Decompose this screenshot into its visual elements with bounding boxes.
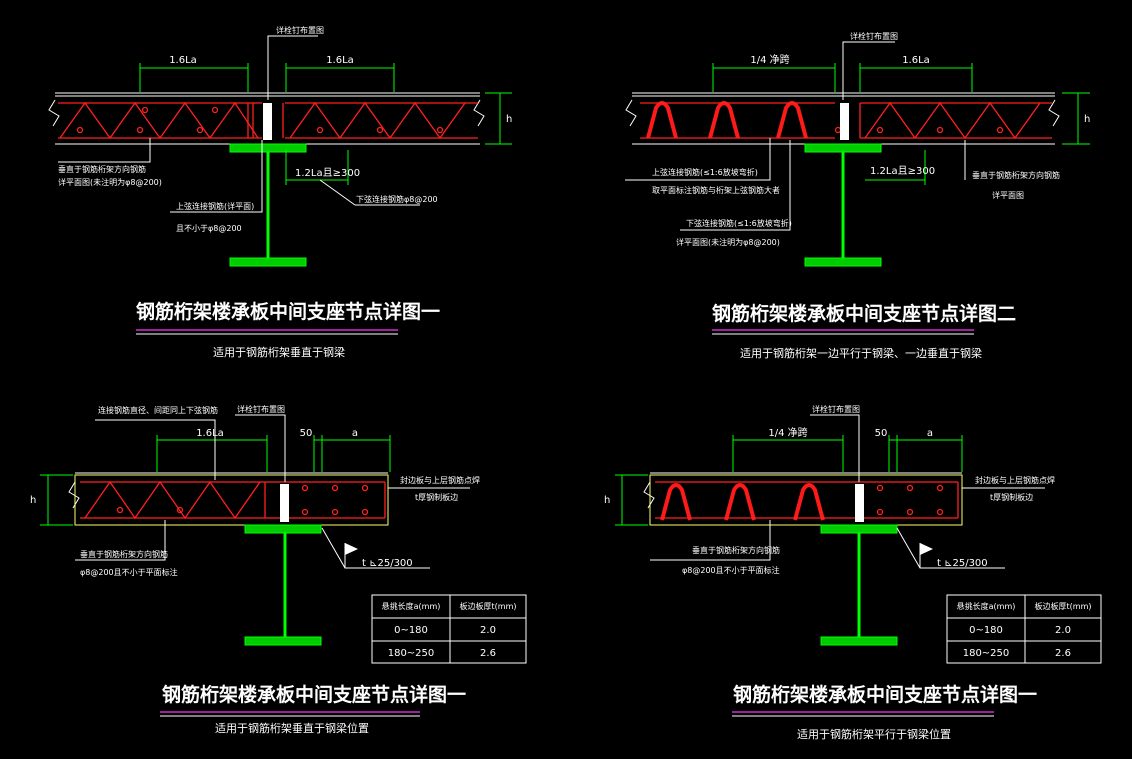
- d3-note-top: 连接钢筋直径、间距同上下弦钢筋: [98, 405, 218, 415]
- d3-note-a1: 垂直于钢筋桁架方向钢筋: [80, 549, 168, 559]
- d4-table-cell: 0~180: [969, 625, 1003, 636]
- d3-stud-note: 详栓钉布置图: [237, 404, 285, 414]
- d2-note-a1: 上弦连接钢筋(≤1:6放坡弯折): [652, 167, 758, 177]
- d4-dim-left: 1/4 净跨: [768, 426, 807, 439]
- d4-weld: t ⊾25/300: [937, 558, 988, 569]
- d2-note-b2: 详平面图(未注明为φ8@200): [676, 237, 780, 247]
- d4-dim-a: a: [927, 428, 933, 439]
- shear-stud-icon: [855, 484, 864, 522]
- d2-dim-bottom: 1.2La且≥300: [870, 165, 935, 177]
- d3-title: 钢筋桁架楼承板中间支座节点详图一: [162, 683, 466, 706]
- d3-table-cell: 180~250: [388, 648, 435, 659]
- d1-stud-note: 详栓钉布置图: [276, 25, 324, 35]
- d2-note-a2: 取平面标注钢筋与桁架上弦钢筋大者: [652, 185, 780, 195]
- d4-note-a2: φ8@200且不小于平面标注: [682, 565, 780, 575]
- d1-dim-bottom: 1.2La且≥300: [295, 167, 360, 179]
- d2-stud-note: 详栓钉布置图: [850, 31, 898, 41]
- d3-subtitle: 适用于钢筋桁架垂直于钢梁位置: [215, 721, 369, 735]
- d4-table-cell: 180~250: [963, 648, 1010, 659]
- d3-table-header-1: 板边板厚t(mm): [460, 601, 517, 611]
- shear-stud-icon: [280, 484, 289, 522]
- beam-top-flange: [229, 143, 307, 153]
- d4-dim-h: h: [604, 495, 610, 506]
- d2-dim-h: h: [1084, 114, 1090, 125]
- d3-table-cell: 2.0: [480, 625, 496, 636]
- detail-4: [615, 414, 1102, 664]
- d2-note-c1: 垂直于钢筋桁架方向钢筋: [972, 170, 1060, 180]
- d2-title: 钢筋桁架楼承板中间支座节点详图二: [712, 302, 1016, 325]
- d4-table-cell: 2.0: [1055, 625, 1071, 636]
- detail-1: [48, 35, 512, 267]
- d3-dim-h: h: [30, 495, 36, 506]
- d3-table-cell: 2.6: [480, 648, 496, 659]
- d3-side-note2: t厚钢制板边: [415, 492, 458, 502]
- d4-side-note1: 封边板与上层钢筋点焊: [975, 475, 1055, 485]
- d1-dim-left: 1.6La: [169, 55, 197, 66]
- shear-stud-icon: [840, 103, 849, 140]
- d3-side-note1: 封边板与上层钢筋点焊: [400, 475, 480, 485]
- d4-side-note2: t厚钢制板边: [990, 492, 1033, 502]
- d1-note-a1: 垂直于钢筋桁架方向钢筋: [58, 164, 146, 174]
- d1-dim-right: 1.6La: [326, 55, 354, 66]
- d1-subtitle: 适用于钢筋桁架垂直于钢梁: [213, 345, 345, 359]
- d3-weld: t ⊾25/300: [362, 558, 413, 569]
- d2-dim-right: 1.6La: [902, 55, 930, 66]
- detail-2: [625, 41, 1090, 267]
- d1-title: 钢筋桁架楼承板中间支座节点详图一: [136, 300, 440, 323]
- d3-dim-50: 50: [300, 428, 313, 439]
- d4-table-header-0: 悬挑长度a(mm): [957, 601, 1016, 611]
- d4-title: 钢筋桁架楼承板中间支座节点详图一: [733, 683, 1037, 706]
- d4-dim-50: 50: [875, 428, 888, 439]
- d4-table-header-1: 板边板厚t(mm): [1035, 601, 1092, 611]
- d4-subtitle: 适用于钢筋桁架平行于钢梁位置: [797, 727, 951, 741]
- d3-dim-a: a: [352, 428, 358, 439]
- d1-note-c: 下弦连接钢筋φ8@200: [356, 194, 438, 204]
- d2-subtitle: 适用于钢筋桁架一边平行于钢梁、一边垂直于钢梁: [740, 346, 982, 360]
- d1-note-b2: 且不小于φ8@200: [176, 224, 242, 233]
- d1-note-b1: 上弦连接钢筋(详平面): [176, 201, 254, 211]
- d3-table-header-0: 悬挑长度a(mm): [382, 601, 441, 611]
- detail-3: [40, 414, 527, 664]
- d2-dim-left: 1/4 净跨: [750, 53, 789, 66]
- d4-note-a1: 垂直于钢筋桁架方向钢筋: [692, 545, 780, 555]
- d3-dim-left: 1.6La: [196, 428, 224, 439]
- d2-note-c2: 详平面图: [992, 190, 1024, 200]
- d1-note-a2: 详平面图(未注明为φ8@200): [58, 177, 162, 187]
- shear-stud-icon: [263, 103, 272, 140]
- d3-note-a2: φ8@200且不小于平面标注: [80, 567, 178, 577]
- d4-table-cell: 2.6: [1055, 648, 1071, 659]
- d1-dim-h: h: [506, 114, 512, 125]
- d3-table-cell: 0~180: [394, 625, 428, 636]
- beam-bottom-flange: [229, 257, 307, 267]
- d2-note-b1: 下弦连接钢筋(≤1:6放坡弯折): [686, 218, 792, 228]
- d4-stud-note: 详栓钉布置图: [812, 404, 860, 414]
